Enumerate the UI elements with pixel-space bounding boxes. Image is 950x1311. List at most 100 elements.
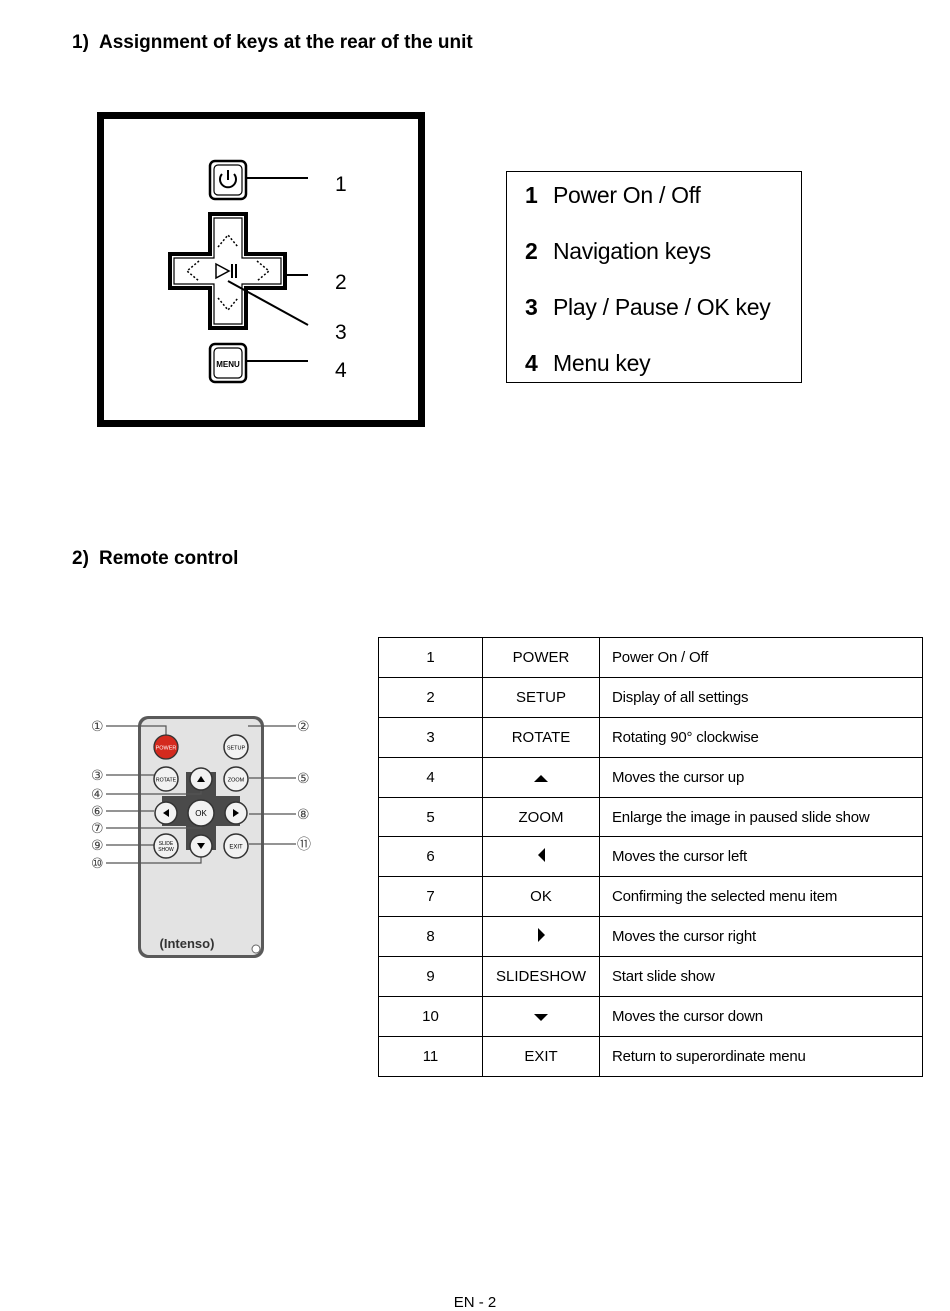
remote-brand-label: (Intenso) — [160, 936, 215, 951]
remote-setup-button: SETUP — [223, 734, 249, 760]
remote-exit-button: EXIT — [223, 833, 249, 859]
key-description: Display of all settings — [599, 676, 923, 718]
key-name: POWER — [482, 637, 600, 678]
row-number: 1 — [378, 637, 483, 678]
svg-text:SETUP: SETUP — [227, 746, 246, 752]
legend-number: 2 — [525, 238, 538, 264]
remote-rotate-button: ROTATE — [153, 766, 179, 792]
key-icon-cell — [482, 836, 600, 878]
remote-callout-5: ⑤ — [297, 771, 310, 787]
arrow-right-icon — [537, 927, 545, 942]
svg-text:EXIT: EXIT — [229, 845, 243, 851]
svg-text:SLIDE: SLIDE — [159, 841, 174, 847]
legend-label: Navigation keys — [553, 238, 711, 264]
remote-callout-2: ② — [297, 719, 310, 735]
page-number: EN - 2 — [453, 1294, 497, 1311]
remote-power-button: POWER — [153, 734, 179, 760]
remote-up-button — [189, 767, 213, 791]
row-number: 8 — [378, 916, 483, 958]
remote-callout-1: ① — [91, 719, 104, 735]
key-name: EXIT — [482, 1035, 600, 1077]
row-number: 7 — [378, 876, 483, 918]
legend-label: Menu key — [553, 350, 651, 376]
legend-item: 4 Menu key — [525, 350, 651, 377]
table-row: 8 Moves the cursor right — [378, 916, 923, 958]
remote-callout-8: ⑧ — [297, 807, 310, 823]
section-number: 1) — [72, 32, 89, 53]
row-number: 9 — [378, 956, 483, 998]
callout-4: 4 — [335, 359, 347, 382]
key-description: Moves the cursor right — [599, 916, 923, 958]
remote-control-icon: POWER SETUP ROTATE ZOOM OK — [91, 716, 311, 958]
menu-button-label: MENU — [216, 360, 240, 369]
callout-1: 1 — [335, 173, 347, 196]
key-description: Moves the cursor left — [599, 836, 923, 878]
arrow-left-icon — [537, 847, 545, 862]
remote-down-button — [189, 834, 213, 858]
key-description: Enlarge the image in paused slide show — [599, 796, 923, 838]
legend-label: Power On / Off — [553, 182, 701, 208]
section-number: 2) — [72, 548, 89, 569]
legend-item: 2 Navigation keys — [525, 238, 711, 265]
key-icon-cell — [482, 996, 600, 1037]
section-heading-remote: 2) Remote control — [72, 548, 238, 570]
key-description: Confirming the selected menu item — [599, 876, 923, 918]
remote-callout-9: ⑨ — [91, 838, 104, 854]
section-title: Remote control — [99, 548, 239, 569]
power-button-icon — [208, 159, 248, 201]
navigation-keys-icon — [168, 212, 287, 330]
key-name: OK — [482, 876, 600, 918]
callout-3: 3 — [335, 321, 347, 344]
key-name: SETUP — [482, 676, 600, 718]
key-description: Rotating 90° clockwise — [599, 716, 923, 758]
remote-callout-6: ⑥ — [91, 804, 104, 820]
svg-text:SHOW: SHOW — [158, 847, 174, 853]
svg-text:ZOOM: ZOOM — [228, 778, 245, 784]
callout-2: 2 — [335, 271, 347, 294]
remote-left-button — [154, 801, 178, 825]
row-number: 6 — [378, 836, 483, 878]
svg-text:POWER: POWER — [156, 746, 177, 752]
table-row: 6 Moves the cursor left — [378, 836, 923, 878]
section-title: Assignment of keys at the rear of the un… — [99, 32, 473, 53]
rear-unit-diagram: MENU 1 2 3 4 — [97, 112, 425, 427]
svg-text:ROTATE: ROTATE — [156, 778, 177, 784]
key-description: Moves the cursor down — [599, 996, 923, 1037]
legend-number: 4 — [525, 350, 538, 376]
key-description: Moves the cursor up — [599, 756, 923, 798]
key-icon-cell — [482, 916, 600, 958]
key-description: Return to superordinate menu — [599, 1035, 923, 1077]
key-name: SLIDESHOW — [482, 956, 600, 998]
arrow-up-icon — [534, 774, 548, 782]
remote-callout-11: ⑪ — [297, 837, 311, 853]
remote-callout-3: ③ — [91, 768, 104, 784]
row-number: 5 — [378, 796, 483, 838]
remote-zoom-button: ZOOM — [223, 766, 249, 792]
row-number: 3 — [378, 716, 483, 758]
remote-control-illustration: POWER SETUP ROTATE ZOOM OK — [86, 710, 326, 970]
row-number: 2 — [378, 676, 483, 718]
menu-button-icon: MENU — [208, 342, 248, 384]
legend-item: 3 Play / Pause / OK key — [525, 294, 771, 321]
key-description: Start slide show — [599, 956, 923, 998]
rear-keys-illustration: MENU 1 2 3 4 — [168, 159, 347, 384]
row-number: 4 — [378, 756, 483, 798]
remote-callout-10: ⑩ — [91, 856, 104, 872]
key-description: Power On / Off — [599, 637, 923, 678]
key-name: ZOOM — [482, 796, 600, 838]
legend-number: 3 — [525, 294, 538, 320]
section-heading-rear-keys: 1) Assignment of keys at the rear of the … — [72, 32, 473, 54]
remote-slideshow-button: SLIDE SHOW — [153, 833, 179, 859]
legend-label: Play / Pause / OK key — [553, 294, 771, 320]
